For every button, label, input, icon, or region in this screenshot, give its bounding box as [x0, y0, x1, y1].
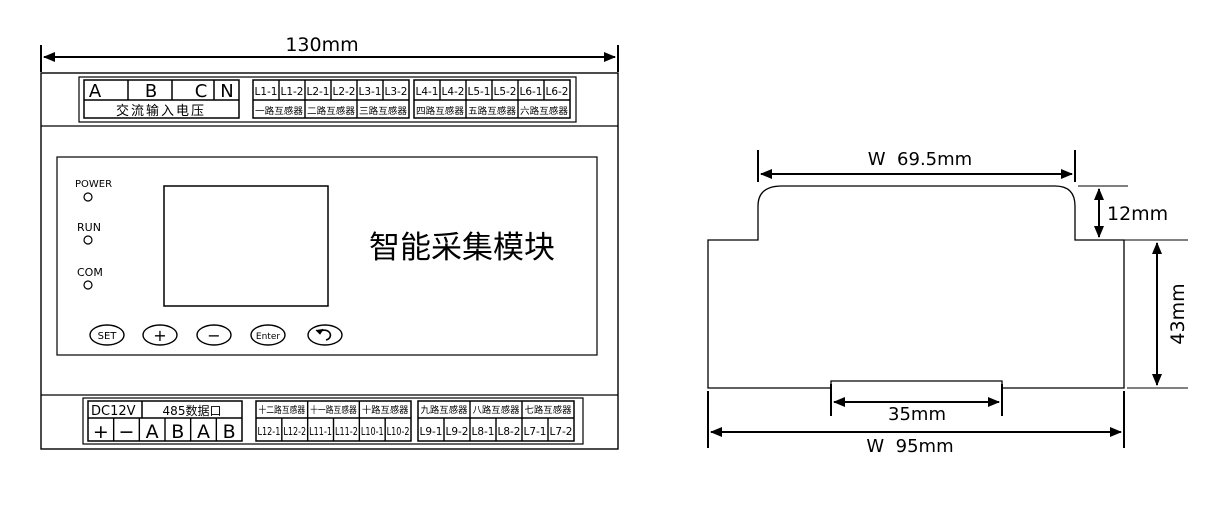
front-panel [56, 156, 598, 356]
top-ct-terminal-label: L5-1 [468, 85, 491, 98]
ac-terminal-a: A [89, 81, 102, 102]
top-ct-terminal-label: L2-2 [333, 85, 356, 98]
top-ct-terminal-label: L6-1 [520, 85, 543, 98]
plus-button[interactable] [142, 324, 178, 346]
top-ct-caption: 二路互感器 [307, 105, 355, 117]
ac-terminal-n: N [220, 81, 233, 102]
bottom-ct-caption: 十路互感器 [362, 404, 409, 416]
housing-outline [40, 72, 619, 450]
top-ct-terminal-label: L5-2 [494, 85, 517, 98]
top-ct-terminal-label: L1-2 [281, 85, 304, 98]
ac-input-caption: 交流输入电压 [116, 103, 206, 119]
power-led-icon [83, 192, 93, 202]
run-indicator-label: RUN [77, 221, 101, 234]
set-button-label: SET [98, 331, 118, 342]
lcd-screen [163, 185, 329, 307]
top-ct-caption: 三路互感器 [359, 105, 407, 117]
top-ct-terminal-label: L6-2 [546, 85, 569, 98]
bottom-ct-caption: 七路互感器 [525, 404, 572, 416]
minus-button[interactable] [196, 324, 232, 346]
top-ct-caption: 一路互感器 [255, 105, 303, 117]
bottom-power-terminal-label: A [146, 421, 159, 443]
bottom-ct-terminal-label: L9-1 [420, 425, 443, 438]
ac-terminal-b: B [145, 81, 157, 102]
bottom-power-terminal-label: + [93, 421, 109, 443]
ac-terminal-box [83, 79, 240, 119]
bottom-ct-terminal-label: L7-1 [524, 425, 547, 438]
top-ct-terminal-label: L3-1 [359, 85, 382, 98]
side-profile-outline [707, 185, 1125, 389]
bottom-ct-terminal-label: L8-2 [498, 425, 521, 438]
dc12v-caption: DC12V [91, 404, 136, 419]
width-dimension-label: 130mm [285, 34, 358, 56]
enter-button[interactable] [250, 324, 286, 346]
bottom-ct-caption: 九路互感器 [421, 404, 468, 416]
total-width-dimension-label: W 95mm [866, 436, 953, 457]
top-ct-caption: 四路互感器 [416, 105, 464, 117]
rail-width-dimension-label: 35mm [888, 404, 946, 425]
bottom-ct-terminal-label: L11-2 [335, 425, 358, 438]
bottom-ct-caption: 八路互感器 [473, 404, 520, 416]
top-ct-caption: 六路互感器 [520, 105, 568, 117]
power-indicator-label: POWER [75, 179, 112, 190]
enter-button-label: Enter [256, 332, 280, 342]
bottom-ct-caption: 十二路互感器 [259, 404, 306, 416]
bottom-ct-terminal-label: L7-2 [550, 425, 573, 438]
side-view [707, 150, 1188, 448]
top-width-dimension-label: W 69.5mm [868, 149, 972, 170]
plus-button-label: + [153, 326, 166, 345]
bottom-ct-terminal-label: L10-1 [361, 425, 384, 438]
top-ct-terminal-label: L1-1 [255, 85, 278, 98]
top-ct-terminal-label: L4-2 [442, 85, 465, 98]
bottom-power-terminal-label: B [171, 421, 184, 443]
back-button[interactable] [307, 324, 343, 346]
bottom-power-terminal-label: A [197, 421, 210, 443]
run-led-icon [83, 235, 93, 245]
bottom-ct-terminal-label: L12-2 [283, 425, 306, 438]
top-ct-terminal-label: L3-2 [385, 85, 408, 98]
com-indicator-label: COM [77, 266, 103, 279]
bottom-ct-terminal-label: L11-1 [309, 425, 332, 438]
com-led-icon [83, 280, 93, 290]
top-ct-caption: 五路互感器 [468, 105, 516, 117]
bottom-power-terminal-label: B [223, 421, 236, 443]
bottom-ct-terminal-label: L9-2 [446, 425, 469, 438]
bottom-ct-terminal-label: L12-1 [258, 425, 281, 438]
bottom-ct-terminal-label: L8-1 [472, 425, 495, 438]
step-height-dimension-label: 12mm [1107, 203, 1168, 225]
minus-button-label: − [207, 326, 220, 345]
back-arrow-icon [315, 328, 332, 341]
bottom-power-terminal-label: − [119, 421, 135, 443]
top-terminal-block [78, 76, 577, 123]
bottom-terminal-block [82, 397, 584, 445]
body-height-dimension-label: 43mm [1167, 283, 1189, 344]
ac-terminal-c: C [195, 81, 208, 102]
product-title: 智能采集模块 [369, 230, 555, 266]
top-ct-terminal-label: L2-1 [307, 85, 330, 98]
top-ct-terminal-label: L4-1 [416, 85, 439, 98]
bottom-ct-caption: 十一路互感器 [310, 404, 357, 416]
bottom-ct-terminal-label: L10-2 [387, 425, 410, 438]
rs485-caption: 485数据口 [163, 403, 222, 418]
set-button[interactable] [89, 324, 125, 346]
